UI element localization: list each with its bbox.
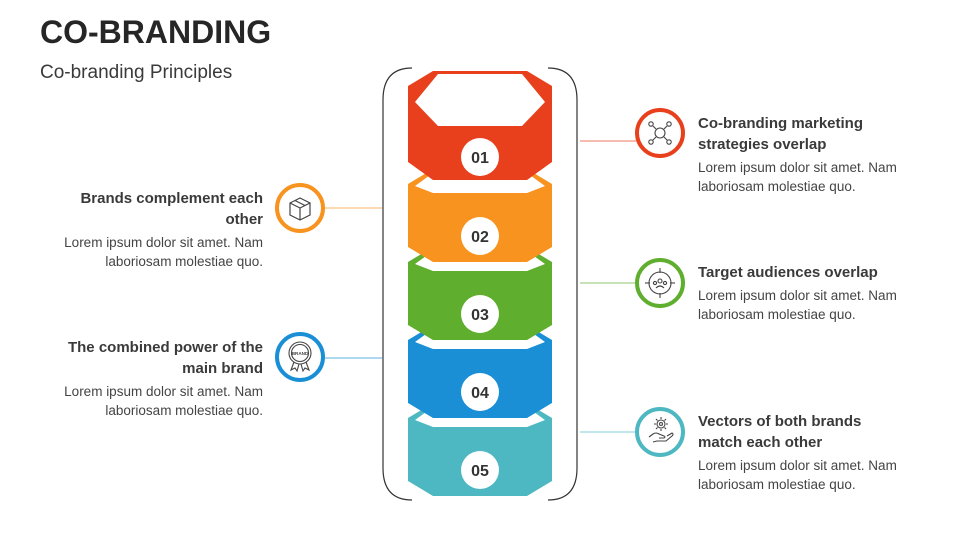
- item-4-description: Lorem ipsum dolor sit amet. Nam laborios…: [64, 384, 263, 418]
- item-2-title: Brands complement each other: [80, 190, 263, 228]
- icon-ring-circle-1: [635, 108, 685, 158]
- icon-ring-circle-4: [275, 332, 325, 382]
- step-number-5: 05: [471, 463, 489, 480]
- step-number-circle-5: [461, 451, 499, 489]
- target-audience-icon: [645, 268, 675, 298]
- icon-ring-1: [635, 108, 685, 158]
- step-number-1: 01: [471, 150, 489, 167]
- step-number-2: 02: [471, 229, 489, 246]
- icon-ring-2: [275, 183, 325, 233]
- item-5-title: Vectors of both brands match each other: [698, 413, 862, 451]
- box-icon: [289, 197, 311, 221]
- item-5-description: Lorem ipsum dolor sit amet. Nam laborios…: [698, 458, 897, 492]
- item-4-title: The combined power of the main brand: [67, 339, 263, 377]
- step-number-3: 03: [471, 307, 489, 324]
- item-1-description: Lorem ipsum dolor sit amet. Nam laborios…: [698, 160, 897, 194]
- brand-badge-icon: BRAND: [288, 341, 312, 373]
- icon-ring-4: BRAND: [275, 332, 325, 382]
- step-segment-inner-1: [415, 74, 545, 126]
- network-people-icon: [648, 121, 672, 145]
- brand-badge-text: BRAND: [292, 351, 309, 356]
- step-number-circle-2: [461, 217, 499, 255]
- item-2-description: Lorem ipsum dolor sit amet. Nam laborios…: [64, 235, 263, 269]
- step-segment-1: 01: [408, 71, 552, 180]
- step-segment-2: 02: [408, 169, 552, 262]
- item-5: Vectors of both brands match each other …: [698, 411, 913, 494]
- item-3-description: Lorem ipsum dolor sit amet. Nam laborios…: [698, 288, 897, 322]
- icon-ring-circle-5: [635, 407, 685, 457]
- item-4: The combined power of the main brand Lor…: [48, 337, 263, 420]
- hand-gear-icon: [648, 417, 674, 443]
- step-number-circle-3: [461, 295, 499, 333]
- page-subtitle: Co-branding Principles: [40, 62, 233, 83]
- icon-ring-3: [635, 258, 685, 308]
- icon-ring-5: [635, 407, 685, 457]
- item-1: Co-branding marketing strategies overlap…: [698, 113, 913, 196]
- stack-bracket: [382, 67, 578, 501]
- item-1-title: Co-branding marketing strategies overlap: [698, 115, 864, 153]
- page-title: CO-BRANDING: [40, 14, 272, 50]
- step-number-4: 04: [471, 385, 489, 402]
- step-number-circle-4: [461, 373, 499, 411]
- step-number-circle-1: [461, 138, 499, 176]
- item-2: Brands complement each other Lorem ipsum…: [48, 188, 263, 271]
- item-3: Target audiences overlap Lorem ipsum dol…: [698, 262, 913, 324]
- item-3-title: Target audiences overlap: [698, 264, 878, 281]
